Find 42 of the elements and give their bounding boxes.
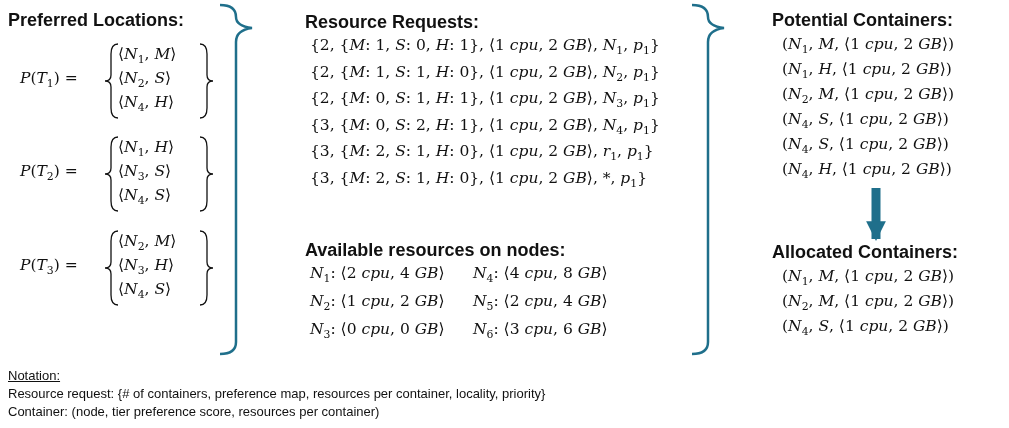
formula-label: P(T$_{3}$) = <box>20 256 78 274</box>
notation-text: Resource request: {# of containers, preference map, resources per container, locality, priority} <box>8 386 546 401</box>
section-heading: Resource Requests: <box>305 12 480 33</box>
formula-text: N$_{2}$: ⟨1 cpu, 2 GB⟩ <box>310 292 445 310</box>
notation-heading: Notation: <box>8 368 61 383</box>
formula-text: {3, {M: 2, S: 1, H: 0}, ⟨1 cpu, 2 GB⟩, r$_{1}$, p$_{1}$} <box>310 142 654 160</box>
section-heading: Available resources on nodes: <box>305 240 566 261</box>
formula-text: {2, {M: 1, S: 0, H: 1}, ⟨1 cpu, 2 GB⟩, N$_{1}$, p$_{1}$} <box>310 36 660 54</box>
container-tuple: (N$_{2}$, M, ⟨1 cpu, 2 GB⟩) <box>781 291 956 314</box>
section-heading: Preferred Locations: <box>8 10 185 31</box>
section-heading: Allocated Containers: <box>772 241 959 264</box>
formula-text: ⟨N$_{4}$, S⟩ <box>118 280 172 298</box>
formula-text: ⟨N$_{4}$, H⟩ <box>118 93 174 111</box>
formula-text: ⟨N$_{3}$, H⟩ <box>118 256 174 274</box>
container-tuple: (N$_{4}$, S, ⟨1 cpu, 2 GB⟩) <box>781 134 950 157</box>
container-tuple: (N$_{4}$, H, ⟨1 cpu, 2 GB⟩) <box>781 159 953 182</box>
formula-text: ⟨N$_{3}$, S⟩ <box>118 162 172 180</box>
formula-text: ⟨N$_{4}$, S⟩ <box>118 186 172 204</box>
formula-text: ⟨N$_{1}$, M⟩ <box>118 45 177 63</box>
formula-text: {3, {M: 2, S: 1, H: 0}, ⟨1 cpu, 2 GB⟩, *, p$_{1}$} <box>310 169 648 187</box>
arrow <box>866 188 886 241</box>
formula-text: ⟨N$_{1}$, H⟩ <box>118 138 174 156</box>
formula-text: ⟨N$_{2}$, M⟩ <box>118 232 177 250</box>
formula-text: N$_{5}$: ⟨2 cpu, 4 GB⟩ <box>473 292 608 310</box>
formula-label: P(T$_{1}$) = <box>20 69 78 87</box>
formula-text: {3, {M: 0, S: 2, H: 1}, ⟨1 cpu, 2 GB⟩, N$_{4}$, p$_{1}$} <box>310 116 660 134</box>
formula-text: N$_{3}$: ⟨0 cpu, 0 GB⟩ <box>310 320 445 338</box>
formula-text: N$_{4}$: ⟨4 cpu, 8 GB⟩ <box>473 264 608 282</box>
formula-text: {2, {M: 1, S: 1, H: 0}, ⟨1 cpu, 2 GB⟩, N$_{2}$, p$_{1}$} <box>310 63 660 81</box>
container-tuple: (N$_{1}$, M, ⟨1 cpu, 2 GB⟩) <box>781 34 955 57</box>
notation-text: Container: (node, tier preference score, resources per container) <box>8 404 380 419</box>
formula-label: P(T$_{2}$) = <box>20 162 78 180</box>
formula-text: {2, {M: 0, S: 1, H: 1}, ⟨1 cpu, 2 GB⟩, N$_{3}$, p$_{1}$} <box>310 89 660 107</box>
container-tuple: (N$_{4}$, S, ⟨1 cpu, 2 GB⟩) <box>781 109 950 132</box>
formula-text: N$_{6}$: ⟨3 cpu, 6 GB⟩ <box>473 320 608 338</box>
container-tuple: (N$_{1}$, H, ⟨1 cpu, 2 GB⟩) <box>781 59 953 82</box>
formula-text: N$_{1}$: ⟨2 cpu, 4 GB⟩ <box>310 264 445 282</box>
container-tuple: (N$_{2}$, M, ⟨1 cpu, 2 GB⟩) <box>781 84 955 107</box>
formula-text: ⟨N$_{2}$, S⟩ <box>118 69 172 87</box>
section-heading: Potential Containers: <box>772 9 955 32</box>
container-tuple: (N$_{4}$, S, ⟨1 cpu, 2 GB⟩) <box>781 316 950 339</box>
container-tuple: (N$_{1}$, M, ⟨1 cpu, 2 GB⟩) <box>781 266 956 289</box>
